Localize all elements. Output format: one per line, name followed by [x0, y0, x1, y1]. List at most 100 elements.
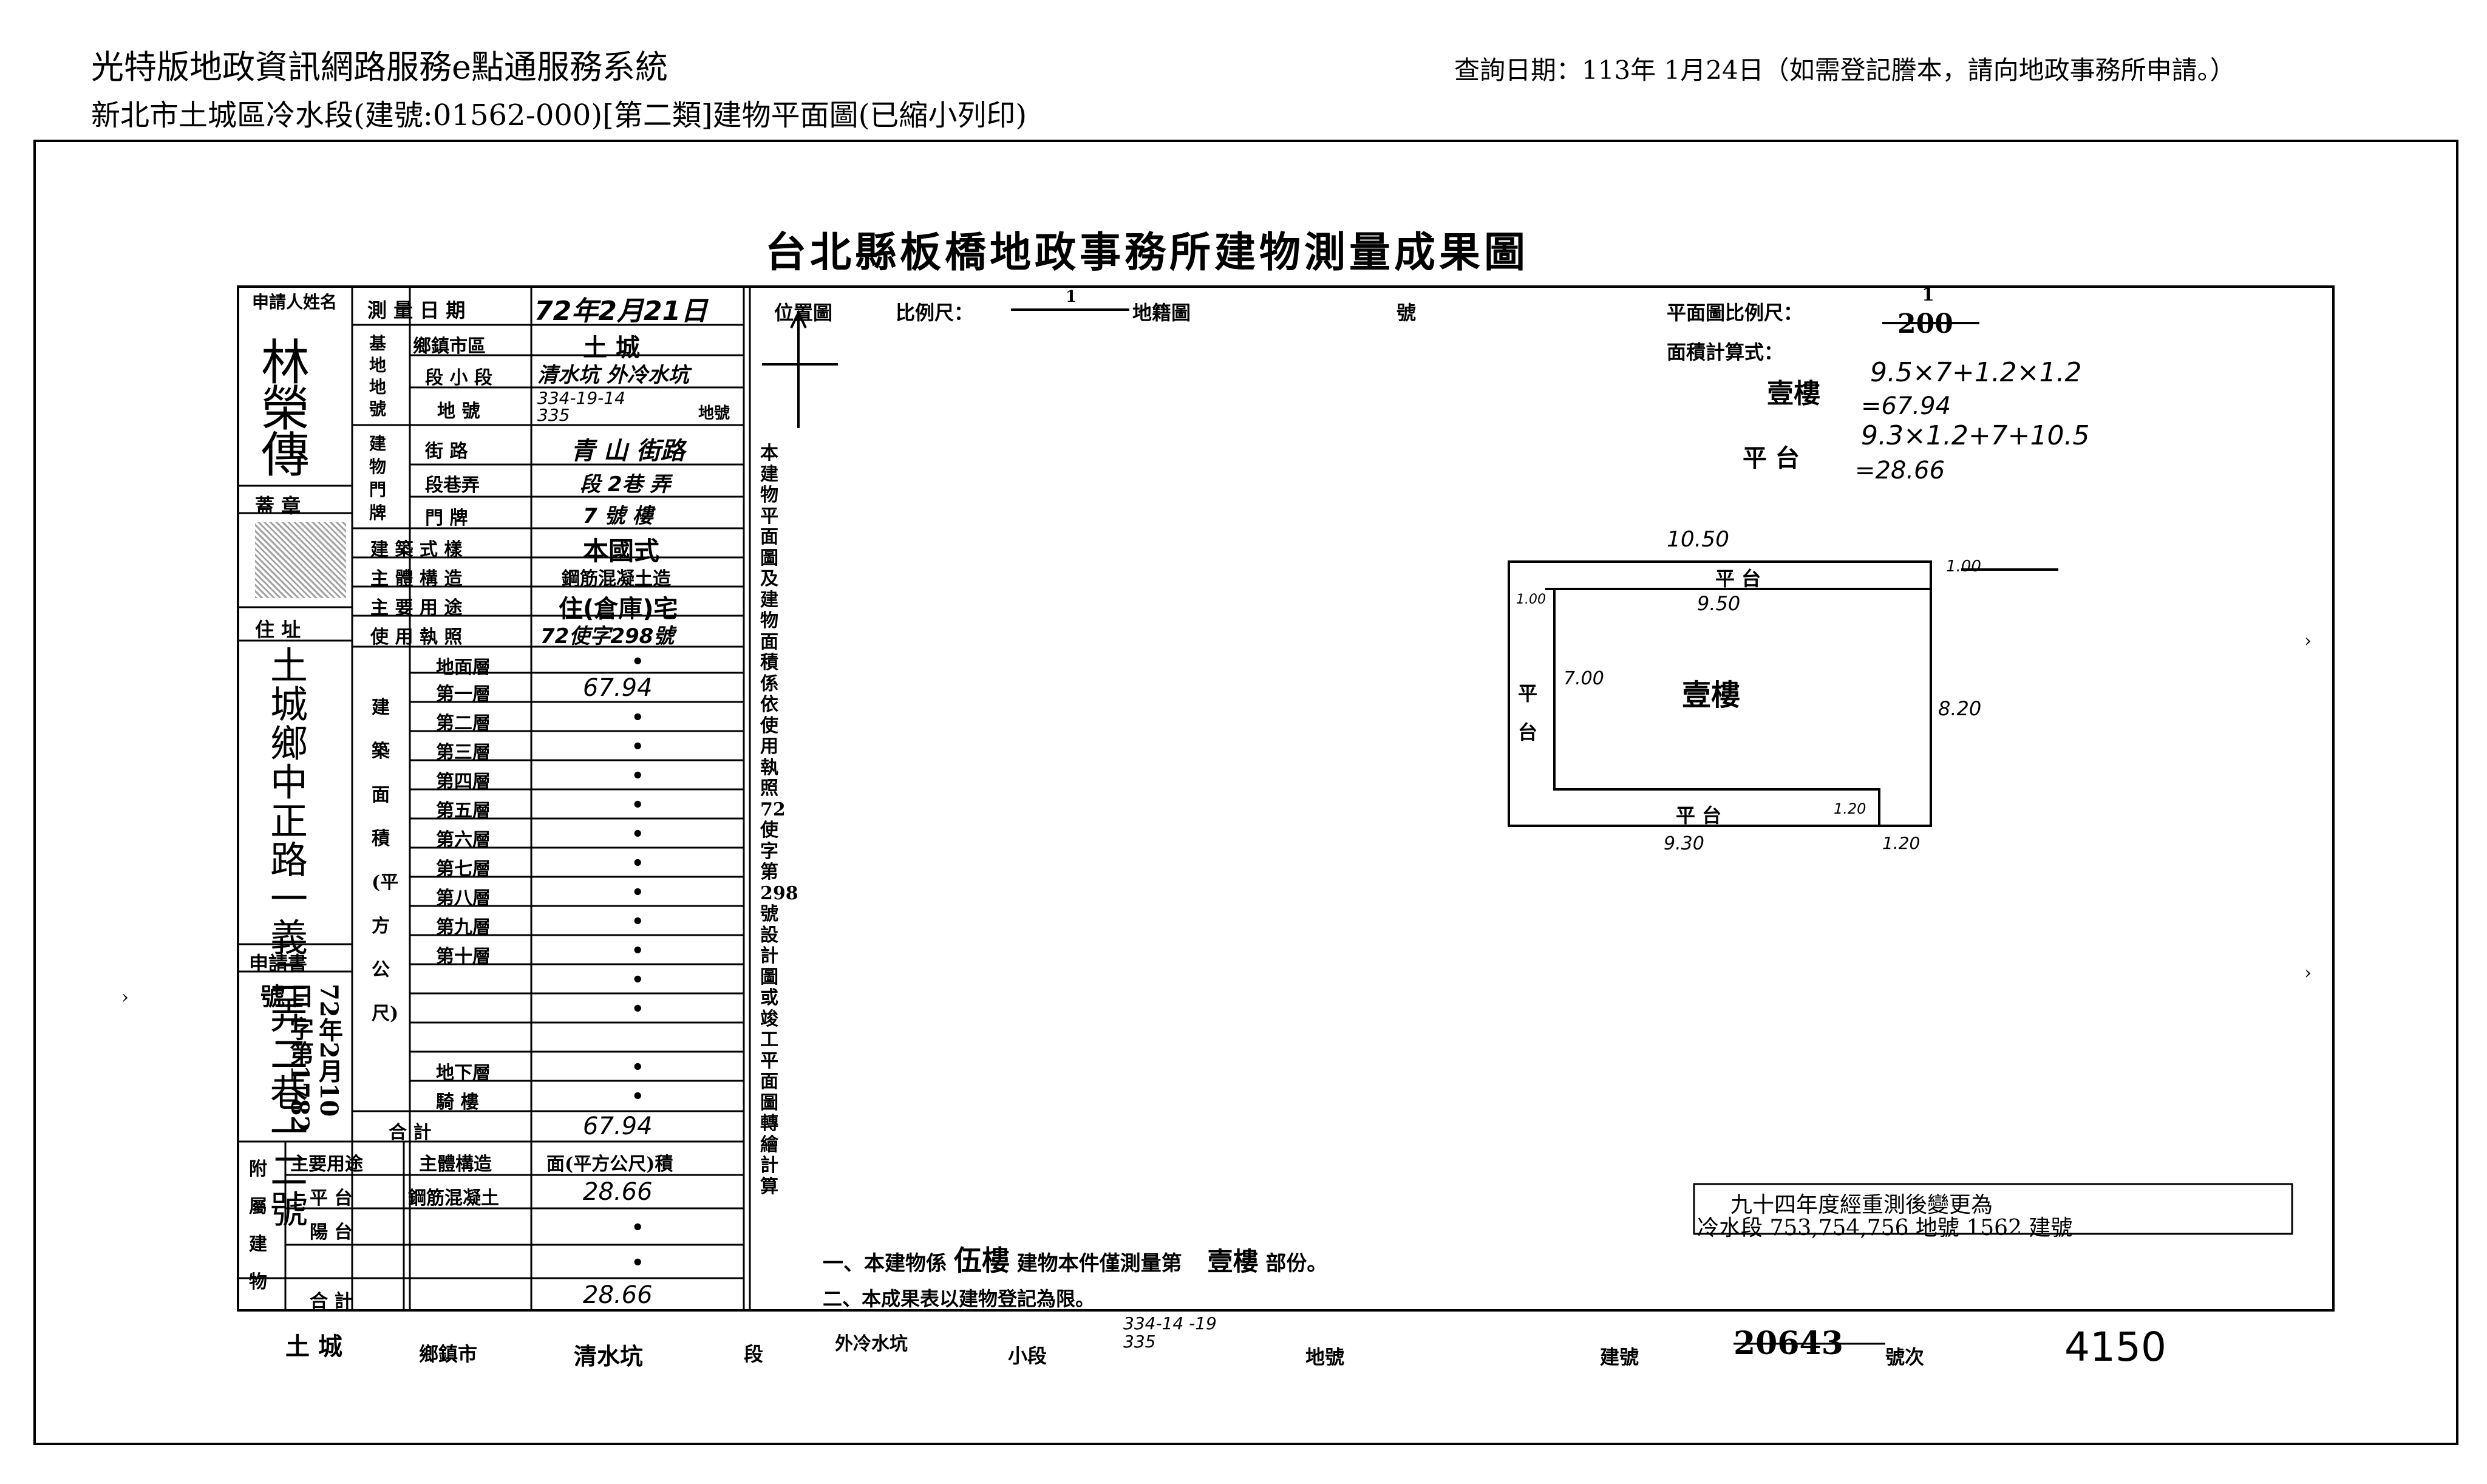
plan-terrace-bottom: 平 台: [1676, 804, 1722, 827]
floor-value: •: [631, 910, 644, 933]
dim-left-top: 1.00: [1516, 592, 1546, 607]
dim-inner-top: 9.50: [1697, 592, 1741, 615]
scan-mark: ›: [2304, 630, 2312, 652]
scan-mark: ›: [2304, 962, 2312, 984]
floor-name: 第七層: [436, 859, 491, 880]
floor-value: •: [631, 968, 644, 991]
annex-use: 平 台: [310, 1188, 353, 1209]
base-label: 基地地號: [369, 333, 387, 419]
location-label: 位置圖: [774, 301, 833, 324]
footer-building-value: 20643: [1733, 1325, 1843, 1362]
annex-head-struct: 主體構造: [419, 1154, 492, 1175]
license-value: 72使字298號: [540, 624, 675, 648]
floor-value: •: [631, 880, 644, 904]
scan-mark: ›: [121, 987, 129, 1008]
usage-value: 住(倉庫)宅: [559, 595, 678, 623]
plan-room-label: 壹樓: [1682, 678, 1741, 712]
change-box-line-2: 冷水段 753,754,756 地號 1562 建號: [1697, 1216, 2073, 1241]
door-label: 建物門牌: [369, 434, 387, 523]
plan-scale-den: 200: [1897, 308, 1953, 339]
section-label: 段 小 段: [425, 367, 492, 389]
applicant-label: 申請人姓名: [251, 292, 337, 312]
floor-value: •: [631, 793, 644, 816]
floor-formula: 9.5×7+1.2×1.2: [1870, 357, 2082, 388]
floor-name: 第四層: [436, 771, 491, 792]
floor-value: •: [631, 822, 644, 845]
footer-township: 土 城: [285, 1332, 342, 1361]
plan-terrace-left: 平 台: [1518, 682, 1538, 744]
application-label: 申請書: [249, 952, 308, 975]
township-label: 鄉鎮市區: [413, 336, 486, 357]
street-value: 青 山 街路: [571, 437, 685, 465]
terrace-formula-label: 平 台: [1743, 444, 1800, 472]
footer-lot: 334-14 -19 335: [1123, 1313, 1217, 1352]
footer-subsection-label: 小段: [1008, 1344, 1047, 1367]
area-calc-label: 面積計算式：: [1667, 341, 1784, 364]
survey-date-label: 測 量 日 期: [367, 299, 466, 322]
dim-inner-br: 1.20: [1834, 800, 1866, 817]
address-label: 住 址: [255, 618, 301, 641]
plan-scale-label: 平面圖比例尺：: [1667, 301, 1803, 324]
dim-bottom: 9.30: [1664, 833, 1704, 854]
note-1-floors: 伍樓: [953, 1244, 1010, 1277]
dim-bottom-right: 1.20: [1882, 833, 1921, 853]
note-1-floor: 壹樓: [1207, 1247, 1259, 1276]
survey-form: [237, 285, 2335, 1312]
floor-plan: [1508, 322, 2058, 827]
license-label: 使 用 執 照: [370, 627, 463, 648]
annex-total-label: 合 計: [310, 1291, 353, 1312]
footer-subsection: 外冷水坑: [835, 1333, 908, 1355]
footer-batch-label: 號次: [1885, 1346, 1925, 1369]
document-frame: [33, 140, 2458, 1445]
floor-name: 第二層: [436, 713, 491, 734]
note-2: 二、本成果表以建物登記為限。: [823, 1287, 1095, 1310]
seal-stamp: [255, 522, 346, 598]
annex-total-value: 28.66: [583, 1281, 653, 1309]
floor-value: •: [631, 939, 644, 962]
structure-label: 主 體 構 造: [370, 568, 463, 590]
total-label: 合 計: [389, 1122, 432, 1143]
lane-value: 段 2巷 弄: [580, 472, 671, 497]
floor-value: •: [631, 735, 644, 758]
floor-name: 第三層: [436, 742, 491, 763]
floor-formula-label: 壹樓: [1767, 378, 1820, 409]
footer-building-label: 建號: [1600, 1346, 1639, 1369]
township-value: 土 城: [583, 333, 640, 362]
annex-area: •: [631, 1216, 644, 1239]
dim-top: 10.50: [1667, 527, 1730, 552]
number-value: 7 號 樓: [583, 504, 653, 528]
cadastral-label: 地籍圖: [1132, 301, 1191, 324]
floor-value: •: [631, 764, 644, 787]
plan-scale-num: 1: [1922, 284, 1934, 305]
note-1-pre: 一、本建物係: [823, 1251, 947, 1276]
annex-use: 陽 台: [310, 1222, 353, 1243]
terrace-formula: 9.3×1.2+7+10.5: [1861, 420, 2090, 451]
terrace-formula-result: =28.66: [1855, 457, 1945, 485]
floor-value: •: [631, 1084, 644, 1108]
style-label: 建 築 式 樣: [370, 539, 463, 560]
floor-name: 地面層: [436, 657, 491, 678]
annex-area: •: [631, 1251, 644, 1274]
floor-value: •: [631, 851, 644, 874]
annex-head-area: 面(平方公尺)積: [546, 1154, 673, 1175]
location-scale-value: 1: [1066, 288, 1077, 306]
dim-right: 8.20: [1938, 697, 1982, 720]
footer-township-label: 鄉鎮市: [419, 1343, 478, 1366]
change-box-line-1: 九十四年度經重測後變更為: [1730, 1193, 1993, 1217]
floor-name: 第八層: [436, 888, 491, 909]
floor-name: 第九層: [436, 917, 491, 938]
application-value: 72年2月10日 字第1782號: [256, 984, 343, 1133]
location-scale-label: 比例尺：: [896, 301, 974, 324]
system-title: 光特版地政資訊網路服務e點通服務系統: [91, 48, 668, 86]
note-1-post: 部份。: [1265, 1251, 1328, 1276]
floor-value: •: [631, 997, 644, 1020]
applicant-name: 林榮傳: [261, 335, 310, 483]
lane-label: 段巷弄: [425, 475, 480, 496]
area-label: 建築面積(平方公尺): [372, 697, 399, 1024]
usage-label: 主 要 用 途: [370, 597, 463, 619]
survey-date-value: 72年2月21日: [534, 296, 708, 327]
note-1-mid: 建物本件僅測量第: [1016, 1251, 1182, 1276]
footer-section-label: 段: [744, 1343, 764, 1366]
footer-right-number: 4150: [2064, 1324, 2166, 1370]
annex-label: 附屬建物: [249, 1159, 267, 1293]
